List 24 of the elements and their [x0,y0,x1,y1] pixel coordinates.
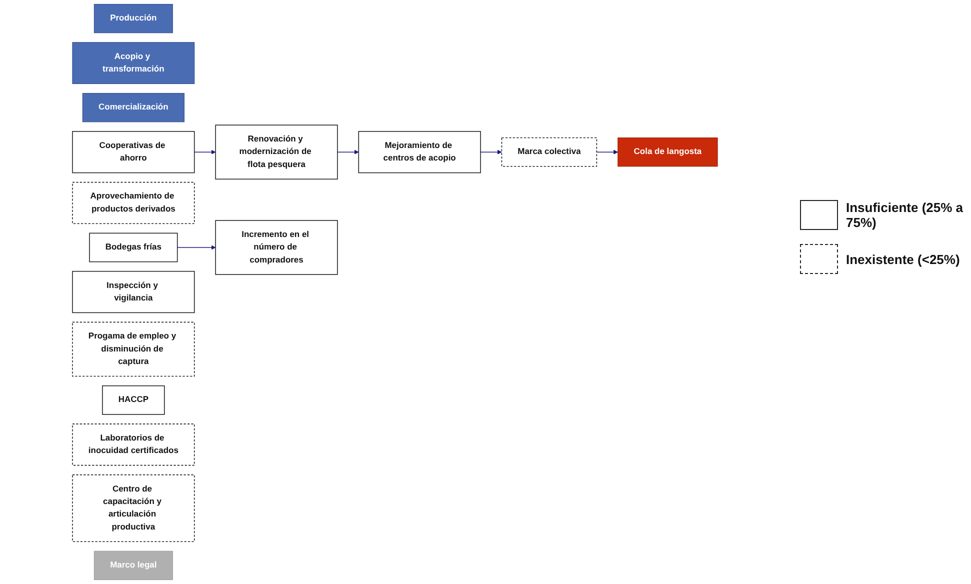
arrow [480,150,502,154]
legend-label: Insuficiente (25% a 75%) [846,200,964,230]
arrow [194,150,216,154]
node-box: Bodegas frías [89,232,178,262]
node-box: Cola de langosta [618,138,718,167]
node-box: Marco legal [94,550,173,580]
node-box: Laboratorios de inocuidad certificados [72,424,195,466]
node-box: Acopio y transformación [72,42,195,84]
node-box: Producción [94,4,173,34]
node-box: Inspección y vigilancia [72,270,195,314]
node-box: Aprovechamiento de productos derivados [72,182,195,224]
node-box: Cooperativas de ahorro [72,131,195,174]
legend-label: Inexistente (<25%) [846,252,960,266]
node-box: HACCP [102,385,165,415]
node-box: Renovación y modernización de flota pesquera [215,124,338,180]
node-box: Centro de capacitación y articulación productiva [72,474,195,542]
arrow [337,150,359,154]
node-box: Progama de empleo y disminución de captura [72,322,195,377]
node-box: Incremento en el número de compradores [215,220,338,275]
arrow [176,245,216,250]
node-box: Marca colectiva [501,137,598,167]
node-box: Mejoramiento de centros de acopio [358,131,481,174]
arrow [596,150,618,154]
node-box: Comercialización [82,93,184,122]
